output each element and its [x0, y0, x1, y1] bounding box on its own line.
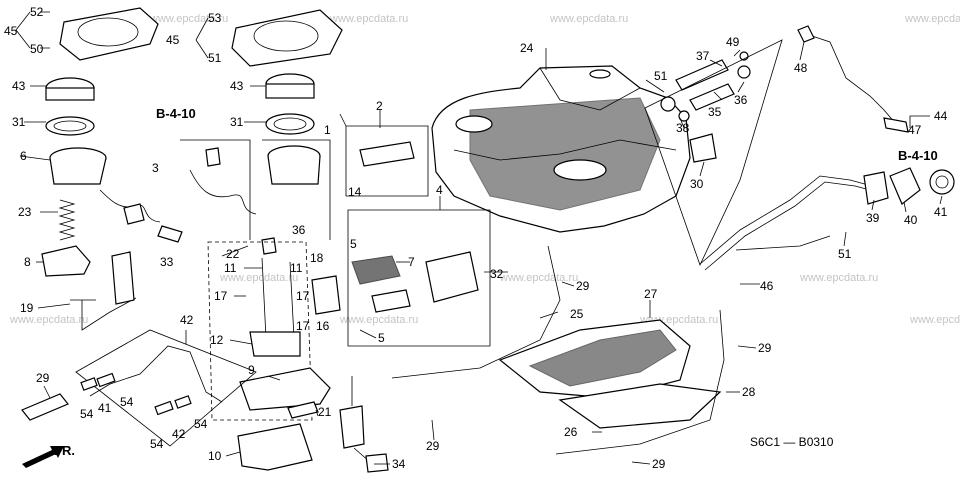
breather-pipe	[797, 25, 909, 133]
callout-label: 40	[904, 213, 918, 227]
fuel-tank	[431, 65, 691, 233]
callout-label: 27	[644, 287, 658, 301]
callout-label: 41	[934, 205, 948, 219]
watermark: www.epcdata.ru	[149, 13, 228, 25]
callout-label: 43	[230, 79, 244, 93]
callout-label: 17	[296, 289, 310, 303]
callout-labels: 52 45 50 53 45 51 43 43 31 31 6 3 23 8 3…	[4, 5, 948, 471]
callout-label: 31	[12, 115, 26, 129]
watermark: www.epcdata.ru	[904, 13, 960, 25]
callout-label: 24	[520, 41, 534, 55]
callout-label: 12	[210, 333, 224, 347]
callout-label: 29	[426, 439, 440, 453]
callout-label: 51	[208, 51, 222, 65]
watermark: www.epcdata.ru	[9, 314, 88, 326]
callout-label: 39	[866, 211, 880, 225]
callout-label: 26	[564, 425, 578, 439]
reference-label: B-4-10	[898, 148, 938, 163]
pump-module-parts	[41, 7, 491, 473]
heat-shields	[498, 319, 722, 429]
fuel-pipe-kit	[21, 329, 257, 447]
watermark: www.epcdata.ru	[909, 314, 960, 326]
watermark: www.epcdata.ru	[799, 272, 878, 284]
callout-label: 37	[696, 49, 710, 63]
tank-straps	[391, 245, 725, 455]
callout-label: 19	[20, 301, 34, 315]
callout-label: 52	[30, 5, 44, 19]
figure-code: S6C1 — B0310	[750, 435, 834, 449]
callout-label: 38	[676, 121, 690, 135]
callout-label: 36	[734, 93, 748, 107]
front-arrow-label: FR.	[54, 443, 75, 458]
callout-label: 43	[12, 79, 26, 93]
callout-label: 54	[80, 407, 94, 421]
callout-label: 51	[654, 69, 668, 83]
vent-hoses	[644, 39, 783, 267]
watermark: www.epcdata.ru	[549, 13, 628, 25]
callout-label: 11	[290, 261, 303, 275]
watermark: www.epcdata.ru	[219, 272, 298, 284]
reference-label: B-4-10	[156, 106, 196, 121]
callout-label: 41	[98, 401, 112, 415]
callout-label: 54	[120, 395, 134, 409]
callout-label: 11	[224, 261, 237, 275]
callout-label: 25	[570, 307, 584, 321]
callout-label: 17	[296, 319, 310, 333]
callout-label: 45	[4, 24, 18, 38]
callout-label: 31	[230, 115, 244, 129]
callout-label: 29	[36, 371, 50, 385]
callout-label: 22	[226, 247, 240, 261]
callout-label: 8	[24, 255, 31, 269]
watermark: www.epcdata.ru	[329, 13, 408, 25]
callout-label: 44	[934, 109, 948, 123]
callout-label: 2	[376, 99, 383, 113]
callout-label: 1	[324, 123, 331, 137]
callout-label: 46	[760, 279, 774, 293]
callout-label: 51	[838, 247, 852, 261]
callout-label: 34	[392, 457, 406, 471]
callout-label: 17	[214, 289, 228, 303]
callout-label: 53	[208, 11, 222, 25]
callout-label: 54	[194, 417, 208, 431]
callout-label: 42	[172, 427, 186, 441]
callout-label: 16	[316, 319, 330, 333]
front-arrow: FR.	[22, 443, 75, 468]
callout-label: 23	[18, 205, 32, 219]
callout-label: 36	[292, 223, 306, 237]
callout-label: 47	[908, 123, 922, 137]
callout-label: 45	[166, 33, 180, 47]
watermark: www.epcdata.ru	[499, 272, 578, 284]
leader-lines	[15, 11, 943, 465]
callout-label: 30	[690, 177, 704, 191]
callout-label: 21	[318, 405, 332, 419]
callout-label: 5	[378, 331, 385, 345]
callout-label: 3	[152, 161, 159, 175]
callout-label: 35	[708, 105, 722, 119]
callout-label: 7	[408, 255, 415, 269]
callout-label: 29	[652, 457, 666, 471]
callout-label: 48	[794, 61, 808, 75]
callout-label: 18	[310, 251, 324, 265]
callout-label: 29	[758, 341, 772, 355]
filler-pipe-assembly	[699, 167, 955, 271]
watermark: www.epcdata.ru	[339, 314, 418, 326]
callout-label: 28	[742, 385, 756, 399]
callout-label: 10	[208, 449, 222, 463]
callout-label: 29	[576, 279, 590, 293]
callout-label: 50	[30, 42, 44, 56]
callout-label: 5	[350, 237, 357, 251]
callout-label: 6	[20, 149, 27, 163]
callout-label: 4	[436, 183, 443, 197]
callout-label: 42	[180, 313, 194, 327]
callout-label: 49	[726, 35, 740, 49]
callout-label: 14	[348, 185, 362, 199]
callout-label: 32	[490, 267, 504, 281]
callout-label: 54	[150, 437, 164, 451]
watermarks: www.epcdata.ru www.epcdata.ru www.epcdat…	[9, 13, 960, 326]
callout-label: 9	[248, 363, 255, 377]
callout-label: 33	[160, 255, 174, 269]
